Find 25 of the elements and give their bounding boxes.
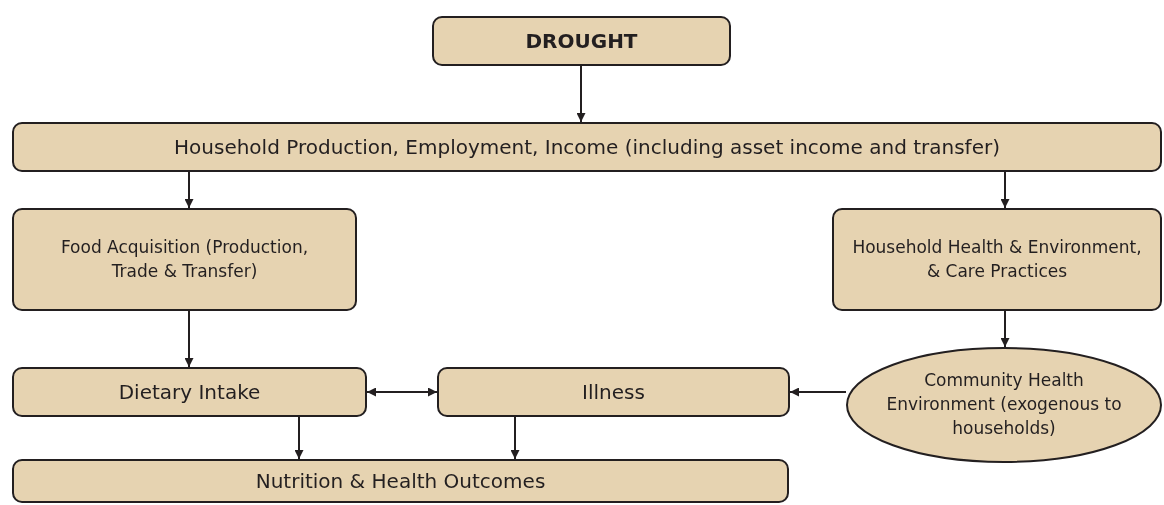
node-label: Food Acquisition (Production, Trade & Transfer) — [59, 235, 310, 283]
ellipse-node — [846, 347, 1162, 463]
process-box — [12, 122, 1162, 172]
arrow — [294, 416, 304, 460]
node-label: Dietary Intake — [118, 379, 261, 406]
node-label: DROUGHT — [525, 28, 638, 55]
node-label: Illness — [582, 379, 645, 406]
arrow — [366, 387, 438, 397]
arrow — [789, 387, 847, 397]
node-label: Nutrition & Health Outcomes — [255, 468, 546, 495]
process-box — [437, 367, 790, 417]
process-box — [432, 16, 731, 66]
arrow — [184, 171, 194, 209]
arrow — [510, 416, 520, 460]
arrow — [1000, 171, 1010, 209]
arrow — [576, 65, 586, 123]
arrow — [184, 310, 194, 368]
arrow — [1000, 310, 1010, 348]
process-box — [12, 208, 357, 311]
node-label: Household Health & Environment, & Care Practices — [851, 235, 1143, 283]
node-label: Household Production, Employment, Income (including asset income and transfer) — [174, 134, 1000, 161]
node-label: Community Health Environment (exogenous to households) — [885, 369, 1123, 440]
process-box — [12, 367, 367, 417]
process-box — [832, 208, 1162, 311]
process-box — [12, 459, 789, 503]
